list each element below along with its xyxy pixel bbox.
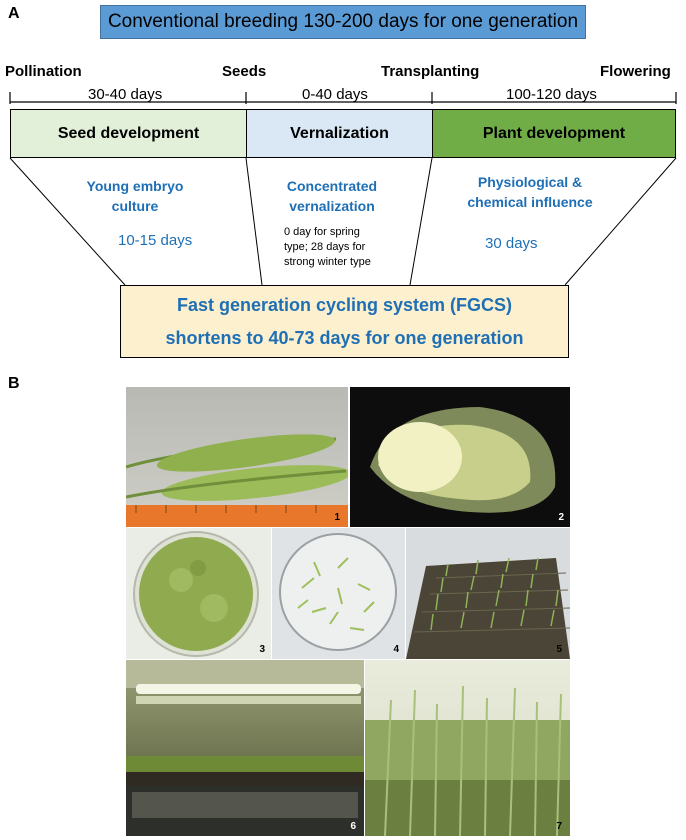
method-physiological-chemical: Physiological &chemical influence — [467, 174, 593, 210]
seed-dish-drawing — [133, 531, 259, 657]
photo-number-3: 3 — [259, 644, 265, 655]
timeline-and-funnel-lines — [9, 92, 677, 286]
stage-transplanting: Transplanting — [381, 63, 480, 80]
vernalization-note: 0 day for spring type; 28 days for stron… — [284, 226, 371, 268]
stage-pollination: Pollination — [5, 63, 82, 80]
duration-vernalization: 0-40 days — [302, 86, 368, 103]
photo-embryo: 2 — [350, 387, 570, 527]
photo-seedling-dish: 4 — [272, 528, 405, 659]
photo-number-7: 7 — [556, 821, 562, 832]
phase-seed-development: Seed development — [10, 109, 247, 158]
seedling-dish-drawing — [279, 533, 397, 651]
conventional-breeding-title: Conventional breeding 130-200 days for o… — [100, 5, 586, 39]
photo-growth-chamber: 6 — [126, 660, 364, 836]
fgcs-line-2: shortens to 40-73 days for one generatio… — [165, 328, 524, 348]
photo-seed-dish: 3 — [126, 528, 271, 659]
fgcs-line-1: Fast generation cycling system (FGCS) — [176, 295, 513, 315]
embryo-drawing — [370, 407, 556, 513]
photo-number-6: 6 — [350, 821, 356, 832]
photo-wheat-spikes: 1 — [126, 387, 348, 527]
wheat-spikes-drawing — [126, 434, 348, 527]
stage-flowering: Flowering — [600, 63, 671, 80]
photo-number-4: 4 — [393, 644, 399, 655]
fgcs-box: Fast generation cycling system (FGCS) sh… — [120, 285, 569, 358]
photo-seedling-tray: 5 — [406, 528, 570, 659]
stage-seeds: Seeds — [222, 63, 267, 80]
duration-plant-development: 100-120 days — [506, 86, 597, 103]
mature-plants-drawing — [365, 685, 570, 836]
phase-plant-development: Plant development — [432, 109, 676, 158]
growth-chamber-drawing — [126, 660, 364, 836]
photo-number-2: 2 — [558, 512, 564, 523]
photo-number-5: 5 — [556, 644, 562, 655]
physiological-days: 30 days — [485, 235, 538, 252]
embryo-culture-days: 10-15 days — [118, 232, 193, 249]
panel-a-label: A — [8, 5, 20, 22]
panel-b-label: B — [8, 375, 20, 392]
duration-seed-development: 30-40 days — [88, 86, 163, 103]
photo-number-1: 1 — [334, 512, 340, 523]
phase-vernalization: Vernalization — [246, 109, 433, 158]
seedling-tray-drawing — [406, 557, 570, 659]
photo-mature-plants: 7 — [365, 660, 570, 836]
